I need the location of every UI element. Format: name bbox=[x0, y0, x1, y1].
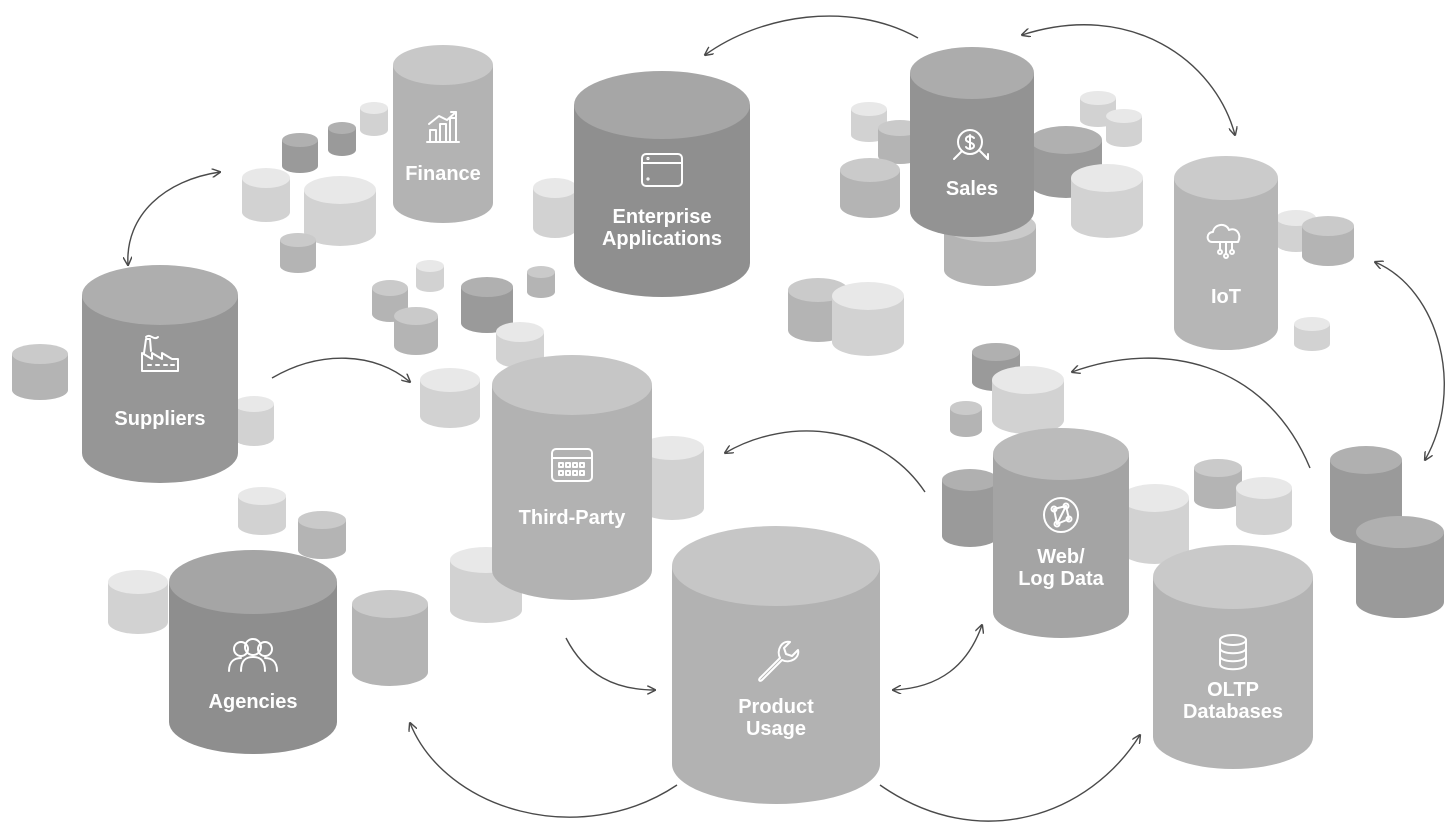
arrow-iot-to-web-log-data bbox=[1375, 262, 1445, 460]
node-label: Applications bbox=[602, 228, 722, 250]
node-agencies: Agencies bbox=[169, 550, 337, 754]
factory-icon bbox=[141, 334, 179, 372]
decor-cylinder bbox=[416, 260, 444, 292]
node-iot: IoT bbox=[1174, 156, 1278, 350]
node-label: Databases bbox=[1183, 701, 1283, 723]
node-label: Suppliers bbox=[114, 408, 205, 430]
node-label: Usage bbox=[746, 718, 806, 740]
node-label: OLTP bbox=[1207, 679, 1259, 701]
arrow-web-log-data-to-product-usage bbox=[893, 625, 982, 690]
dollar-search-icon bbox=[953, 129, 989, 160]
arrow-product-usage-to-agencies bbox=[410, 723, 678, 818]
arrow-product-usage-to-oltp-databases bbox=[879, 735, 1140, 822]
network-globe-icon bbox=[1043, 497, 1079, 533]
decor-cylinder bbox=[942, 469, 998, 547]
chart-growth-icon bbox=[426, 111, 460, 143]
wrench-icon bbox=[758, 640, 800, 682]
node-sales: Sales bbox=[910, 47, 1034, 237]
data-source-nodes: FinanceEnterpriseApplicationsSalesIoTSup… bbox=[82, 45, 1313, 804]
decor-cylinder bbox=[238, 487, 286, 535]
node-label: Third-Party bbox=[519, 507, 627, 529]
arrow-oltp-databases-to-web-log-data bbox=[1072, 357, 1311, 469]
decor-cylinder bbox=[352, 590, 428, 686]
arrow-sales-to-iot bbox=[1022, 24, 1235, 135]
decor-cylinder bbox=[832, 282, 904, 356]
decor-cylinder bbox=[496, 322, 544, 368]
node-label: Web/ bbox=[1037, 546, 1085, 568]
decor-cylinder bbox=[461, 277, 513, 333]
browser-window-icon bbox=[641, 153, 683, 187]
decor-cylinder bbox=[992, 366, 1064, 434]
people-group-icon bbox=[228, 638, 278, 672]
node-third-party: Third-Party bbox=[492, 355, 652, 600]
decor-cylinder bbox=[108, 570, 168, 634]
decor-cylinder bbox=[527, 266, 555, 298]
node-label: Product bbox=[738, 696, 814, 718]
connector-arrows bbox=[128, 15, 1445, 822]
arrow-sales-to-enterprise-applications bbox=[705, 15, 919, 55]
decor-cylinder bbox=[1294, 317, 1330, 351]
decor-cylinder bbox=[1236, 477, 1292, 535]
cloud-network-icon bbox=[1206, 224, 1241, 259]
decor-cylinder bbox=[234, 396, 274, 446]
node-label: IoT bbox=[1211, 286, 1241, 308]
node-suppliers: Suppliers bbox=[82, 265, 238, 483]
arrow-third-party-to-product-usage bbox=[565, 637, 655, 690]
decor-cylinder bbox=[394, 307, 438, 355]
decor-cylinder bbox=[1302, 216, 1354, 266]
node-label: Agencies bbox=[209, 691, 298, 713]
decor-cylinder bbox=[950, 401, 982, 437]
node-finance: Finance bbox=[393, 45, 493, 223]
decor-cylinder bbox=[533, 178, 577, 238]
decor-cylinder bbox=[1106, 109, 1142, 147]
decor-cylinder bbox=[1121, 484, 1189, 564]
node-label: Finance bbox=[405, 163, 481, 185]
node-label: Sales bbox=[946, 178, 998, 200]
decor-cylinder bbox=[1071, 164, 1143, 238]
decor-cylinder bbox=[640, 436, 704, 520]
decor-cylinder bbox=[12, 344, 68, 400]
decor-cylinder bbox=[840, 158, 900, 218]
decor-cylinder bbox=[304, 176, 376, 246]
decor-cylinder bbox=[1194, 459, 1242, 509]
decor-cylinder bbox=[420, 368, 480, 428]
database-icon bbox=[1219, 634, 1247, 671]
arrow-suppliers-to-third-party bbox=[271, 357, 410, 382]
node-label: Log Data bbox=[1018, 568, 1104, 590]
decor-cylinder bbox=[298, 511, 346, 559]
arrow-web-log-data-to-third-party bbox=[725, 430, 926, 493]
arrow-finance-to-suppliers bbox=[128, 172, 220, 265]
decor-cylinder bbox=[360, 102, 388, 136]
decor-cylinder bbox=[328, 122, 356, 156]
decorative-cylinders bbox=[12, 91, 1444, 686]
calendar-grid-icon bbox=[551, 448, 593, 482]
node-web-log-data: Web/Log Data bbox=[993, 428, 1129, 638]
decor-cylinder bbox=[280, 233, 316, 273]
decor-cylinder bbox=[1356, 516, 1444, 618]
decor-cylinder bbox=[242, 168, 290, 222]
node-label: Enterprise bbox=[613, 206, 712, 228]
decor-cylinder bbox=[282, 133, 318, 173]
